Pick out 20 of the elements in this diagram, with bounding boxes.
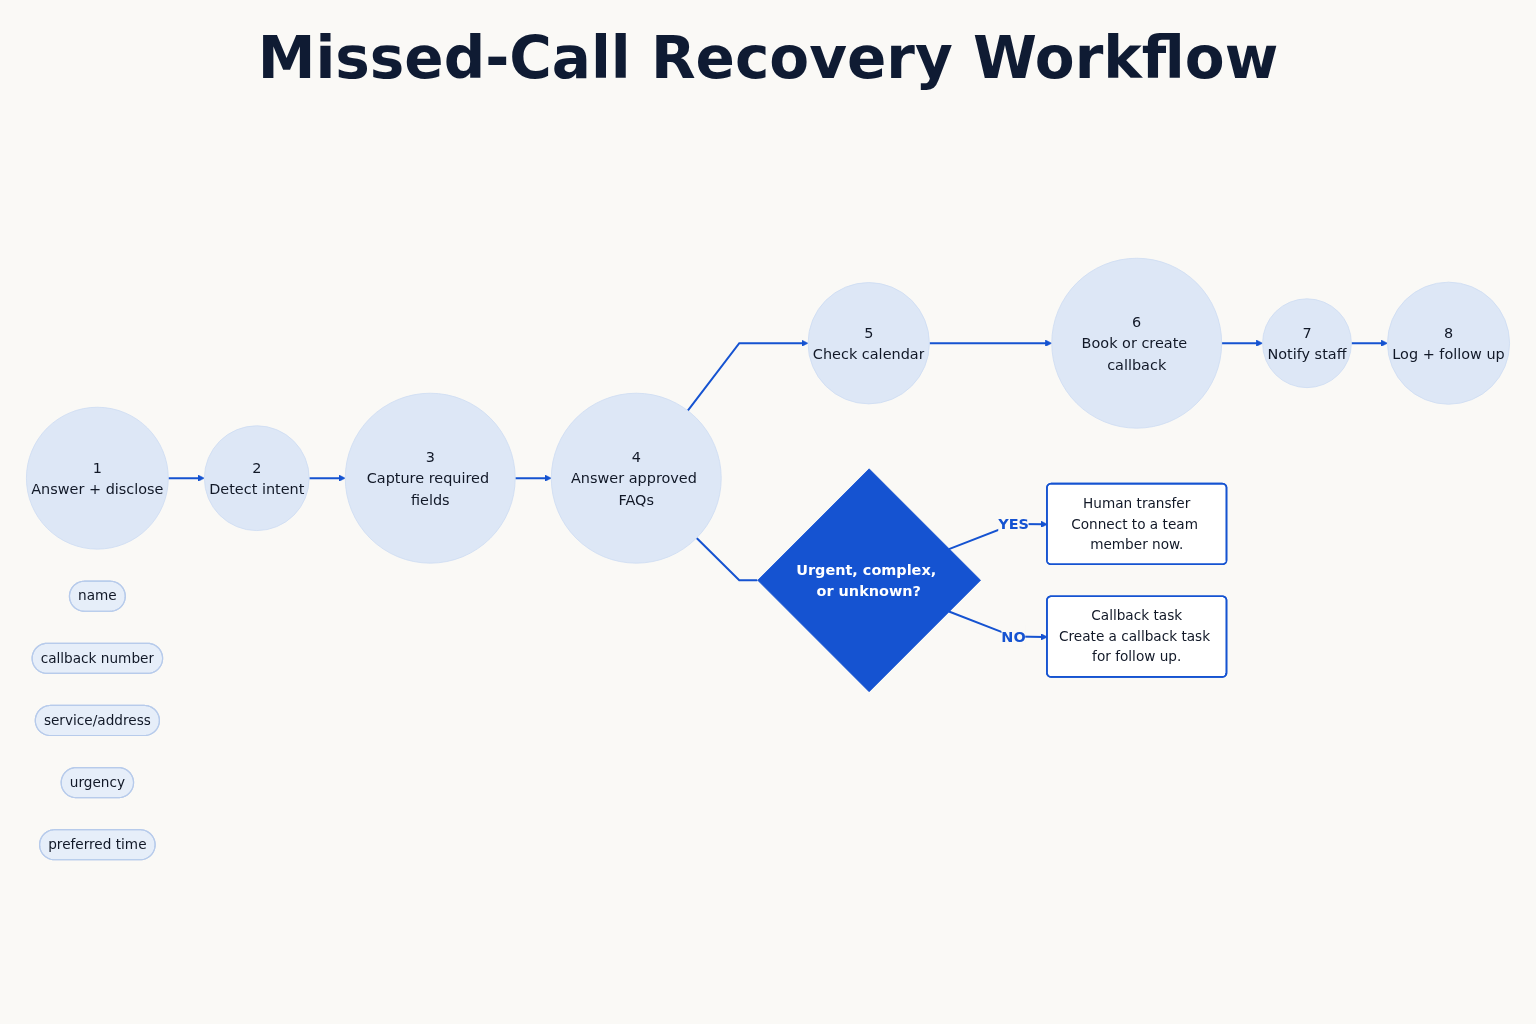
node-circle: 1 Answer + disclose	[26, 406, 169, 550]
arrow	[1350, 339, 1388, 347]
node-circle: 2 Detect intent	[204, 425, 310, 531]
arrow	[686, 339, 809, 412]
node-circle: 6 Book or create callback	[1051, 257, 1223, 429]
node-circle: 8 Log + follow up	[1387, 281, 1510, 405]
edge-label: YES	[998, 515, 1029, 533]
node-diamond: Urgent, complex, or unknown?	[757, 468, 981, 693]
arrow	[514, 474, 552, 482]
arrow	[1220, 339, 1263, 347]
arrow	[308, 474, 346, 482]
connector	[695, 537, 759, 582]
arrow	[167, 474, 205, 482]
diagram-title: Missed-Call Recovery Workflow	[256, 23, 1280, 94]
node-circle: 4 Answer approved FAQs	[550, 392, 722, 564]
arrow	[928, 339, 1053, 347]
node-circle: 3 Capture required fields	[344, 392, 516, 564]
node-circle: 5 Check calendar	[807, 282, 930, 405]
node-circle: 7 Notify staff	[1262, 298, 1352, 389]
edge-label: NO	[1001, 628, 1026, 645]
